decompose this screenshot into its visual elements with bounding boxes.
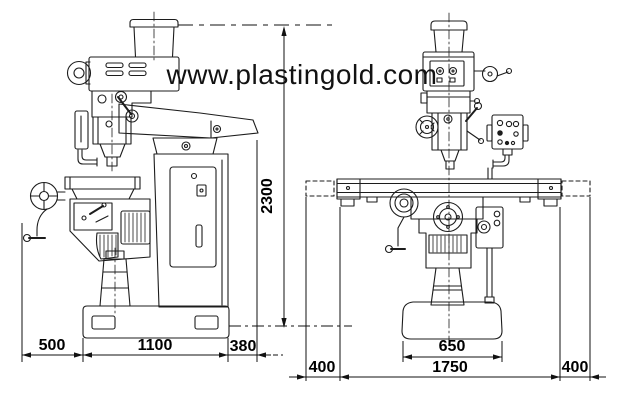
side-crank-handle (22, 208, 48, 243)
side-motor-housing (66, 56, 180, 92)
watermark-text: www.plastingold.com (166, 59, 438, 90)
front-elevating-screw (430, 267, 465, 306)
table-travel-extent-right (561, 180, 591, 197)
pendant-control-box (486, 114, 529, 156)
side-table-handwheel (29, 181, 66, 211)
front-quill-block (415, 101, 485, 170)
side-turret-support (152, 137, 218, 155)
bellows-hatching (432, 235, 462, 253)
front-view-drawing (305, 12, 591, 347)
column-door (169, 166, 217, 268)
side-quill-spindle (74, 110, 132, 167)
side-base (82, 305, 230, 339)
dim-1100-label: 1100 (138, 337, 173, 354)
dim-500-label: 500 (39, 337, 66, 354)
motor-fins (124, 212, 146, 243)
pendant-pipe (487, 154, 510, 180)
front-head-crank (473, 65, 513, 83)
dim-380-label: 380 (230, 338, 257, 355)
side-knee (69, 198, 151, 262)
dim-650-label: 650 (439, 338, 466, 355)
side-head-block (91, 90, 152, 123)
dimension-annotations: 500 1100 380 2300 650 400 1750 400 (21, 24, 606, 381)
side-column (153, 153, 229, 308)
front-base (401, 301, 503, 340)
table-travel-extent-left (305, 180, 335, 197)
dim-400-left-label: 400 (309, 359, 336, 376)
dim-2300-label: 2300 (259, 178, 276, 214)
side-view-drawing (22, 11, 259, 339)
front-head-block (420, 90, 481, 114)
dim-1750-label: 1750 (432, 359, 468, 376)
front-feed-gearbox (475, 206, 504, 304)
side-ram (118, 103, 259, 139)
front-knee (418, 218, 478, 269)
front-saddle (384, 188, 484, 254)
side-table (64, 176, 141, 200)
knee-hatching (99, 234, 117, 258)
dim-400-right-label: 400 (562, 359, 589, 376)
knee-feed-motor (120, 210, 151, 245)
